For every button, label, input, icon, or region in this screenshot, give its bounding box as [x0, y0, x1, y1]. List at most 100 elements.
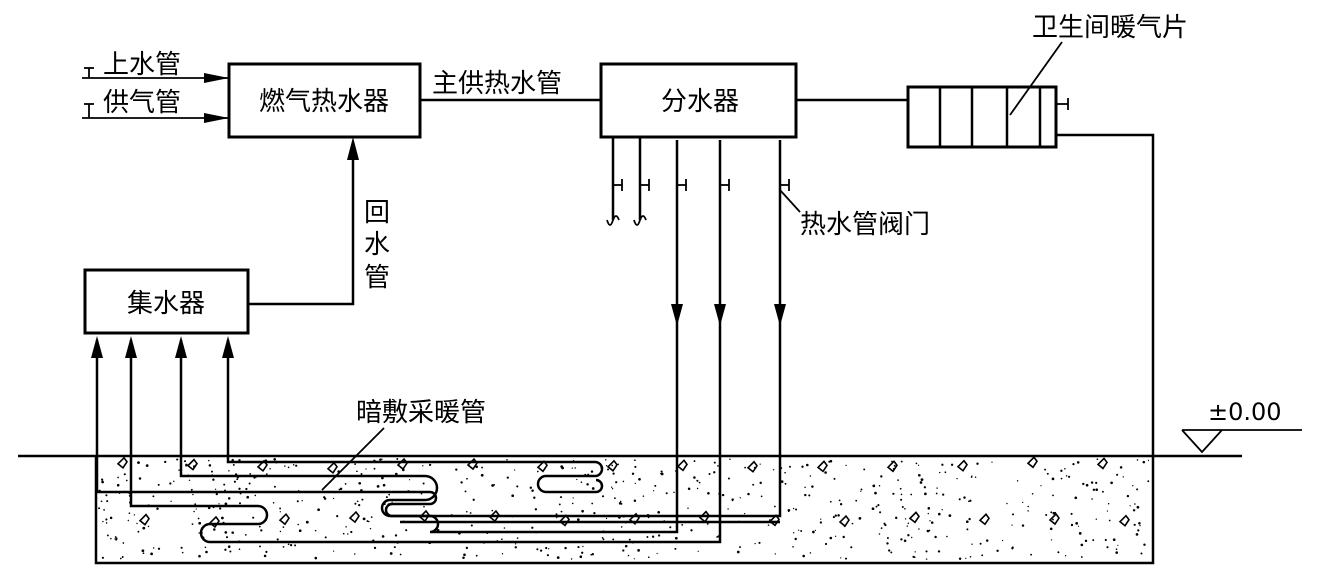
- speckle: [287, 543, 290, 546]
- speckle: [971, 543, 973, 545]
- speckle: [907, 522, 910, 524]
- speckle: [793, 532, 795, 534]
- speckle: [464, 490, 467, 493]
- speckle: [176, 458, 179, 461]
- speckle: [1132, 485, 1134, 487]
- speckle: [314, 556, 318, 560]
- speckle: [906, 525, 908, 527]
- speckle: [844, 557, 848, 560]
- speckle: [651, 535, 655, 538]
- speckle: [506, 476, 509, 479]
- speckle: [534, 508, 538, 511]
- speckle: [379, 458, 382, 461]
- speckle: [103, 509, 105, 511]
- speckle: [590, 553, 593, 556]
- aggregate-stone: [278, 512, 290, 526]
- speckle: [105, 518, 108, 521]
- speckle: [631, 472, 635, 475]
- speckle: [123, 473, 126, 476]
- speckle: [170, 500, 172, 502]
- speckle: [1135, 533, 1139, 536]
- speckle: [213, 528, 216, 531]
- speckle: [388, 493, 391, 496]
- speckle: [910, 536, 913, 539]
- speckle: [224, 502, 228, 506]
- speckle: [101, 556, 104, 559]
- speckle: [1126, 494, 1130, 498]
- speckle: [607, 468, 609, 471]
- speckle: [122, 542, 125, 544]
- speckle: [249, 473, 252, 475]
- speckle: [365, 468, 367, 470]
- speckle: [142, 552, 145, 555]
- speckle: [946, 535, 948, 538]
- speckle: [914, 551, 916, 553]
- speckle: [219, 507, 222, 510]
- speckle: [1075, 522, 1079, 525]
- speckle: [408, 479, 411, 481]
- speckle: [218, 503, 220, 505]
- speckle: [820, 518, 822, 520]
- speckle: [935, 492, 938, 495]
- speckle: [238, 487, 241, 490]
- speckle: [834, 535, 837, 537]
- aggregate-stone: [676, 459, 688, 472]
- speckle: [936, 487, 938, 489]
- speckle: [1044, 468, 1047, 471]
- speckle: [615, 481, 618, 484]
- speckle: [968, 500, 970, 503]
- speckle: [624, 544, 628, 548]
- speckle: [787, 509, 791, 512]
- speckle: [396, 458, 399, 460]
- speckle: [1082, 482, 1085, 486]
- speckle: [465, 546, 469, 550]
- speckle: [336, 515, 339, 518]
- distributor-outlets: [606, 137, 790, 226]
- speckle: [878, 533, 881, 535]
- speckle: [927, 507, 931, 510]
- speckle: [1092, 488, 1096, 492]
- speckle: [731, 499, 734, 502]
- speckle: [1070, 523, 1074, 527]
- speckle: [752, 483, 755, 486]
- speckle: [381, 476, 384, 480]
- embedded-heating-pipe-label: 暗敷采暖管: [356, 398, 486, 428]
- speckle: [805, 463, 809, 467]
- speckle: [399, 553, 402, 556]
- speckle: [192, 493, 194, 496]
- embedded-heating-pipe: [95, 140, 782, 544]
- speckle: [1095, 518, 1098, 520]
- speckle: [405, 529, 408, 532]
- speckle: [128, 512, 131, 515]
- speckle: [851, 522, 854, 525]
- speckle: [323, 496, 326, 499]
- right-arrow-icon: [204, 73, 229, 83]
- speckle: [279, 507, 282, 510]
- speckle: [236, 478, 239, 481]
- speckle: [877, 504, 880, 507]
- speckle: [156, 507, 159, 510]
- speckle: [743, 512, 746, 515]
- speckle: [759, 481, 762, 485]
- speckle: [382, 483, 386, 487]
- speckle: [298, 529, 302, 533]
- speckle: [580, 481, 583, 483]
- speckle: [824, 542, 828, 546]
- speckle: [754, 542, 756, 545]
- speckle: [904, 508, 906, 510]
- speckle: [115, 538, 118, 541]
- gas-supply-label: 供气管: [103, 88, 181, 118]
- speckle: [101, 478, 104, 481]
- embedded-pipe-leader-line: [321, 427, 385, 491]
- speckle: [516, 537, 519, 539]
- down-arrow-icon: [774, 304, 786, 326]
- speckle: [125, 479, 128, 482]
- speckle: [894, 516, 898, 520]
- speckle: [347, 533, 349, 535]
- up-arrow-icon: [347, 137, 359, 160]
- speckle: [1050, 539, 1053, 541]
- speckle: [941, 509, 943, 511]
- speckle: [637, 549, 640, 552]
- speckle: [221, 516, 224, 520]
- speckle: [233, 480, 236, 483]
